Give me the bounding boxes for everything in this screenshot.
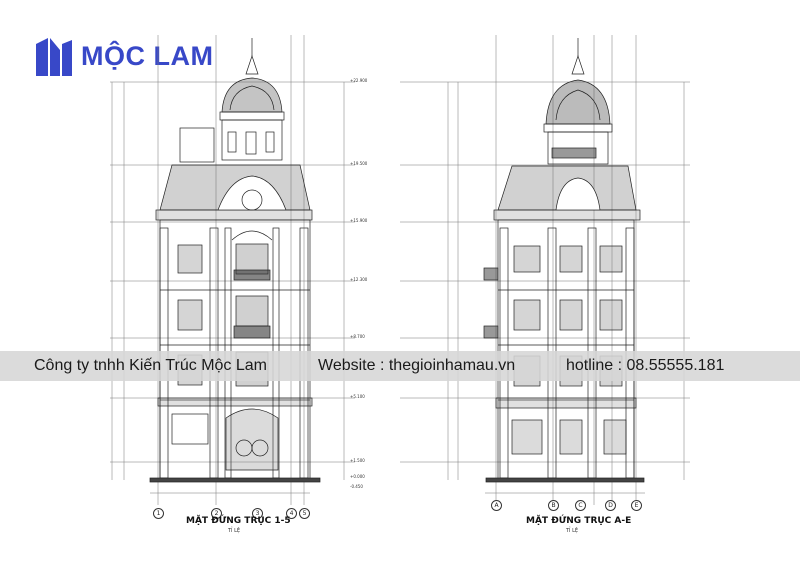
hotline-text: hotline : 08.55555.181 — [566, 357, 725, 374]
axis-marker: 2 — [211, 508, 222, 519]
level-label: +1.500 — [350, 458, 365, 463]
website-text: Website : thegioinhamau.vn — [318, 357, 516, 374]
axis-marker: 3 — [252, 508, 263, 519]
elevation-title-right: MẶT ĐỨNG TRỤC A-E — [526, 516, 632, 526]
axis-marker: 5 — [299, 508, 310, 519]
level-label: +15.900 — [350, 218, 368, 223]
elevation-scale-right: TỈ LỆ — [566, 528, 579, 534]
axis-marker: A — [491, 500, 502, 511]
brand-name: MỘC LAM — [81, 41, 214, 71]
axis-marker: C — [575, 500, 586, 511]
axis-marker: 4 — [286, 508, 297, 519]
elevation-title-left: MẶT ĐỨNG TRỤC 1-5 — [186, 516, 291, 526]
level-label: -0.450 — [350, 484, 363, 489]
level-label: +0.000 — [350, 474, 365, 479]
level-label: +12.300 — [350, 277, 368, 282]
contact-banner: Công ty tnhh Kiến Trúc Mộc Lam Website :… — [0, 351, 800, 381]
axis-marker: B — [548, 500, 559, 511]
company-name: Công ty tnhh Kiến Trúc Mộc Lam — [34, 357, 267, 374]
axis-marker: E — [631, 500, 642, 511]
level-label: +22.900 — [350, 78, 368, 83]
moc-lam-logo-icon — [36, 38, 72, 76]
level-label: +8.700 — [350, 334, 365, 339]
axis-marker: D — [605, 500, 616, 511]
level-label: +5.100 — [350, 394, 365, 399]
elevation-scale-left: TỈ LỆ — [228, 528, 241, 534]
brand-logo: MỘC LAM — [34, 36, 234, 80]
level-label: +19.500 — [350, 161, 368, 166]
axis-marker: 1 — [153, 508, 164, 519]
